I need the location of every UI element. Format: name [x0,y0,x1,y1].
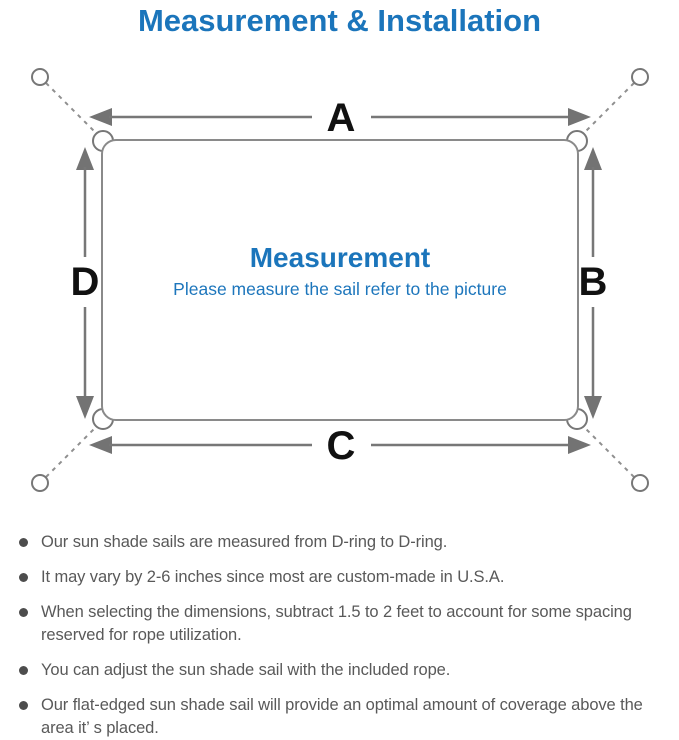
notes-list: Our sun shade sails are measured from D-… [15,531,669,740]
bullet-dot-icon [19,666,28,675]
dimension-arrow-c: C [89,424,591,468]
anchor-point-bottom-left [31,474,49,492]
note-item: Our sun shade sails are measured from D-… [15,531,669,554]
rope-dash-top-right [580,82,635,137]
note-text: Our sun shade sails are measured from D-… [41,533,448,551]
dimension-label-c: C [327,424,356,468]
note-text: When selecting the dimensions, subtract … [41,603,632,644]
diagram-center-subtitle: Please measure the sail refer to the pic… [173,279,507,299]
dimension-arrow-a: A [89,96,591,140]
measurement-diagram: A C D B Measurement Please measure the s… [31,68,649,492]
note-item: Our flat-edged sun shade sail will provi… [15,694,669,740]
anchor-point-bottom-right [631,474,649,492]
dimension-arrow-b: B [579,147,608,419]
rope-dash-bottom-right [580,423,635,478]
page-title: Measurement & Installation [137,3,542,38]
note-item: It may vary by 2-6 inches since most are… [15,566,669,589]
anchor-point-top-left [31,68,49,86]
bullet-dot-icon [19,608,28,617]
bullet-dot-icon [19,701,28,710]
bullet-dot-icon [19,573,28,582]
note-item: When selecting the dimensions, subtract … [15,601,669,647]
dimension-label-d: D [71,260,100,304]
rope-dash-bottom-left [45,423,100,478]
bullet-dot-icon [19,538,28,547]
diagram-center-title: Measurement [250,242,431,273]
note-text: You can adjust the sun shade sail with t… [41,661,451,679]
note-text: It may vary by 2-6 inches since most are… [41,568,505,586]
note-text: Our flat-edged sun shade sail will provi… [41,696,643,737]
rope-dash-top-left [45,82,100,137]
note-item: You can adjust the sun shade sail with t… [15,659,669,682]
dimension-label-b: B [579,260,608,304]
sail-outline [101,139,579,421]
dimension-label-a: A [327,96,356,140]
anchor-point-top-right [631,68,649,86]
dimension-arrow-d: D [71,147,100,419]
